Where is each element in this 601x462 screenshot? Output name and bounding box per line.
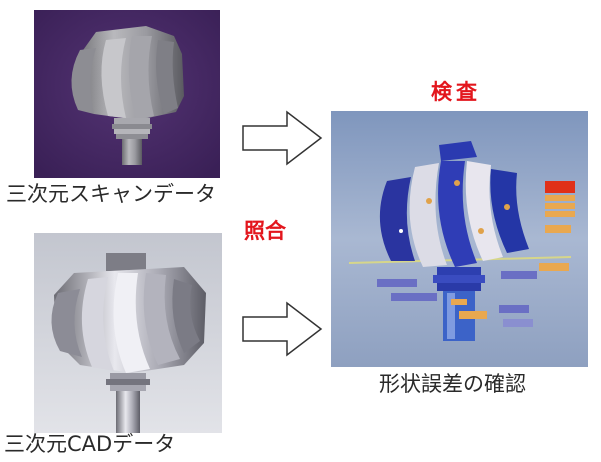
- match-label: 照合: [244, 219, 286, 243]
- cad-data-image: [34, 233, 222, 433]
- arrow-scan-to-result: [241, 110, 323, 166]
- scan-impeller-icon: [34, 10, 220, 178]
- inspect-label: 検査: [431, 80, 481, 104]
- result-caption: 形状誤差の確認: [379, 372, 526, 396]
- scan-data-caption: 三次元スキャンデータ: [6, 182, 216, 206]
- right-arrow-icon: [242, 110, 323, 166]
- right-arrow-icon: [242, 301, 323, 357]
- cad-data-caption: 三次元CADデータ: [4, 432, 176, 456]
- inspection-result-image: [331, 111, 588, 367]
- inspection-result-icon: [331, 111, 588, 367]
- cad-impeller-icon: [34, 233, 222, 433]
- arrow-cad-to-result: [241, 301, 323, 357]
- scan-data-image: [34, 10, 220, 178]
